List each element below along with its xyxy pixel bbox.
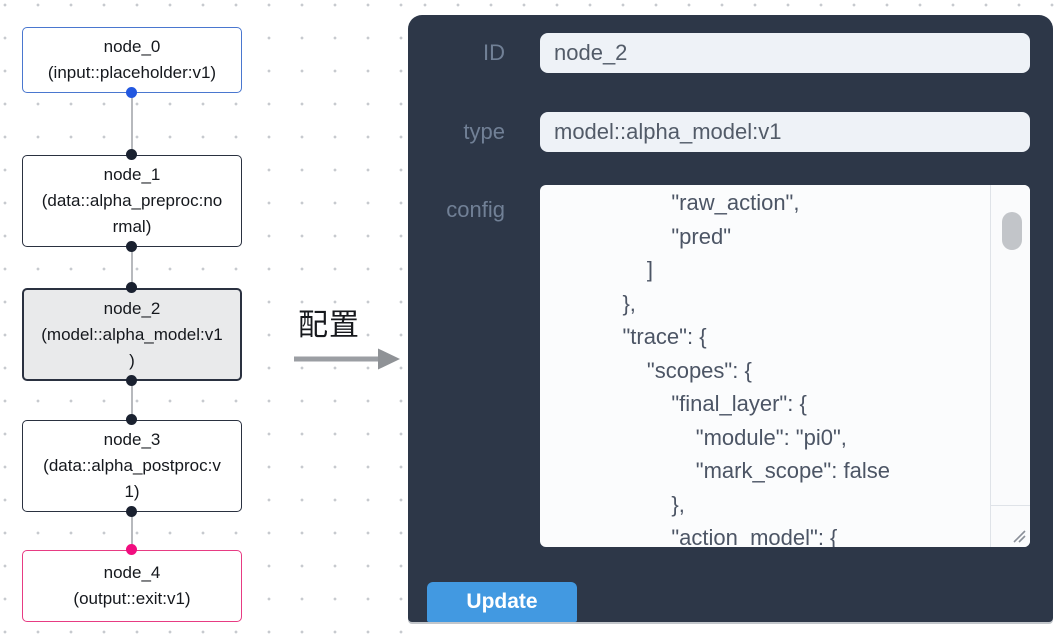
node-subtitle: (model::alpha_model:v1) <box>41 324 223 370</box>
id-input[interactable] <box>540 33 1030 73</box>
config-editor[interactable]: "raw_action", "pred" ] }, "trace": { "sc… <box>540 185 1030 547</box>
node_0-source-handle[interactable] <box>126 87 137 98</box>
node_1-target-handle[interactable] <box>126 149 137 160</box>
node_4-target-handle[interactable] <box>126 544 137 555</box>
pipeline-canvas: node_0 (input::placeholder:v1) node_1 (d… <box>0 0 420 643</box>
node_2-target-handle[interactable] <box>126 282 137 293</box>
node-subtitle: (data::alpha_postproc:v1) <box>43 456 221 501</box>
canvas-dot-grid-top <box>420 0 1062 14</box>
edge-node_0-node_1 <box>131 93 133 155</box>
node-title: node_0 <box>103 37 161 56</box>
config-field-label: config <box>446 197 505 222</box>
node-subtitle: (data::alpha_preproc:normal) <box>41 191 223 236</box>
node_2-source-handle[interactable] <box>126 375 137 386</box>
editor-scrollbar[interactable] <box>990 185 1030 547</box>
configure-annotation: 配置 <box>290 300 408 370</box>
node-title: node_3 <box>103 430 161 449</box>
node_3-source-handle[interactable] <box>126 506 137 517</box>
node-title: node_2 <box>103 298 161 318</box>
arrow-right-icon <box>294 348 400 370</box>
config-json-text: "raw_action", "pred" ] }, "trace": { "sc… <box>622 190 890 547</box>
node-node_0[interactable]: node_0 (input::placeholder:v1) <box>22 27 242 93</box>
resize-grip-icon <box>1013 530 1026 543</box>
config-panel: ID type config "raw_action", "pred" ] },… <box>408 15 1053 622</box>
node-title: node_4 <box>103 563 161 582</box>
scrollbar-thumb[interactable] <box>1002 212 1022 250</box>
edge-node_3-node_4 <box>131 512 133 550</box>
node-subtitle: (input::placeholder:v1) <box>47 63 217 82</box>
node-node_1[interactable]: node_1 (data::alpha_preproc:normal) <box>22 155 242 247</box>
type-field-label: type <box>463 119 505 144</box>
node-title: node_1 <box>103 165 161 184</box>
node_1-source-handle[interactable] <box>126 241 137 252</box>
edge-node_1-node_2 <box>131 247 133 288</box>
node-node_3[interactable]: node_3 (data::alpha_postproc:v1) <box>22 420 242 512</box>
type-input[interactable] <box>540 112 1030 152</box>
node-node_4[interactable]: node_4 (output::exit:v1) <box>22 550 242 622</box>
node_3-target-handle[interactable] <box>126 414 137 425</box>
update-button[interactable]: Update <box>427 582 577 622</box>
editor-resize-corner[interactable] <box>990 505 1030 547</box>
node-subtitle: (output::exit:v1) <box>73 589 191 608</box>
node-node_2[interactable]: node_2 (model::alpha_model:v1) <box>22 288 242 381</box>
id-field-label: ID <box>483 40 505 65</box>
transition-label: 配置 <box>298 309 360 342</box>
edge-node_2-node_3 <box>131 381 133 420</box>
